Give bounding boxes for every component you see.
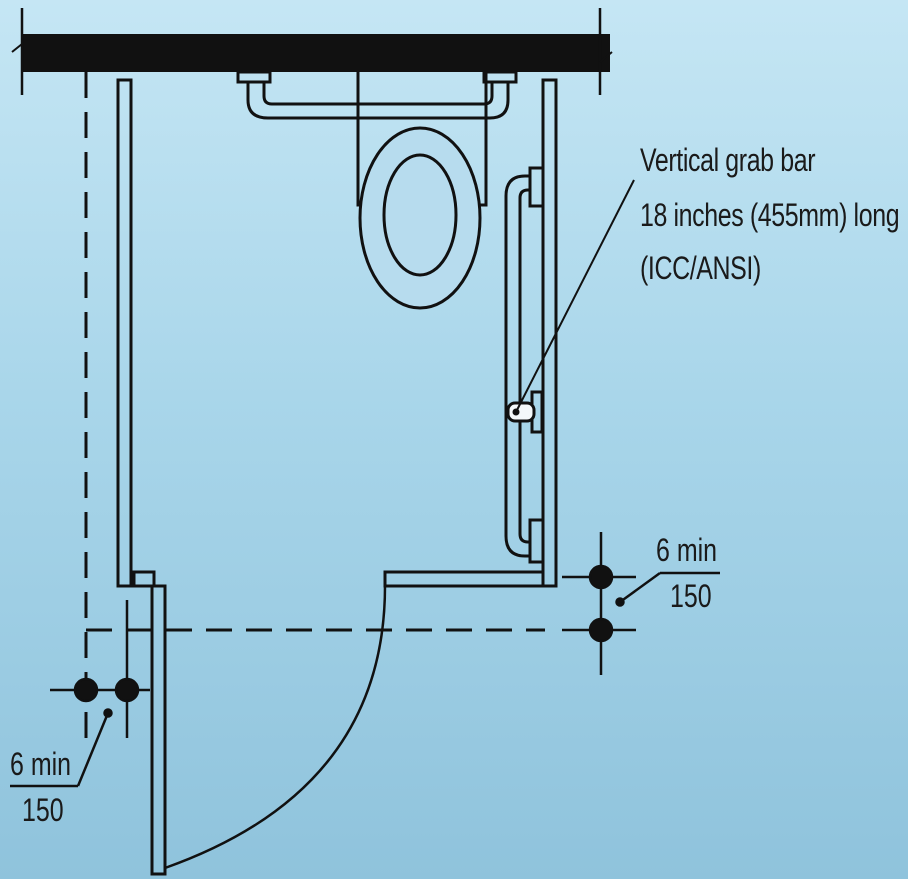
toilet-seat-opening	[382, 153, 458, 277]
dimension-left-marks	[10, 600, 150, 788]
vertical-grab-bar	[504, 166, 545, 564]
clearance-dashed-lines	[84, 72, 545, 740]
right-partition	[541, 78, 558, 588]
callout-leader-line	[515, 179, 635, 413]
dimension-left-top: 6 min	[10, 746, 72, 782]
toilet-bowl	[358, 126, 482, 310]
callout-line-3: (ICC/ANSI)	[640, 250, 761, 286]
back-wall	[11, 8, 613, 95]
left-pilaster	[132, 570, 156, 588]
dimension-right-bottom: 150	[670, 578, 712, 614]
water-closet	[356, 72, 488, 310]
dimension-right-top: 6 min	[656, 532, 718, 568]
dimension-left-bottom: 150	[22, 792, 64, 828]
door-swing-arc	[164, 585, 387, 870]
front-partition	[383, 570, 545, 588]
callout-line-2: 18 inches (455mm) long	[640, 197, 900, 233]
rear-grab-bar	[236, 70, 518, 120]
left-partition	[116, 78, 133, 588]
callout-line-1: Vertical grab bar	[640, 142, 816, 178]
dimension-right-marks	[562, 532, 720, 675]
door-leaf	[150, 584, 167, 876]
